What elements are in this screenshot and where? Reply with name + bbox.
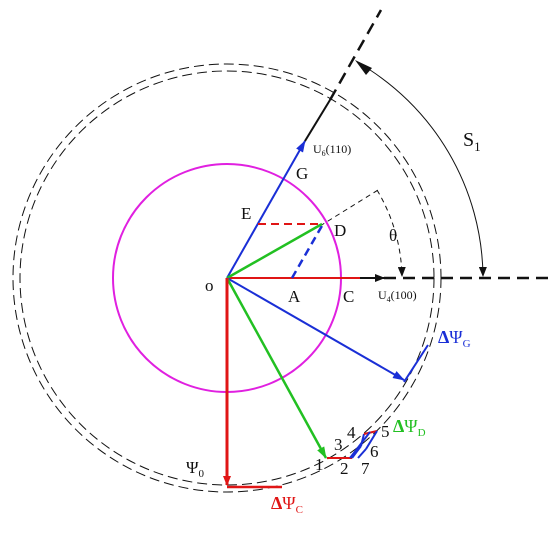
- s1-arc-start-arrow: [355, 60, 372, 75]
- label-delta-psi-c: ΔΨC: [271, 493, 303, 516]
- label-num-5: 5: [381, 422, 390, 441]
- label-g: G: [296, 164, 308, 183]
- label-s1: S1: [463, 129, 481, 154]
- label-u4: U4(100): [378, 288, 417, 304]
- label-num-7: 7: [361, 459, 370, 478]
- label-delta-psi-d: ΔΨD: [393, 416, 426, 439]
- u6-vector: [226, 140, 306, 279]
- seg-3-5: [349, 431, 371, 459]
- theta-arc: [376, 189, 406, 277]
- label-origin: o: [205, 276, 214, 295]
- label-delta-psi-g: ΔΨG: [438, 327, 471, 350]
- label-num-4: 4: [347, 423, 356, 442]
- label-theta: θ: [389, 226, 397, 245]
- label-d: D: [334, 221, 346, 240]
- seg-5-6: [365, 430, 378, 450]
- seg-6-7: [357, 448, 367, 459]
- label-num-3: 3: [334, 435, 343, 454]
- og-vector: [226, 277, 405, 381]
- label-num-2: 2: [340, 459, 349, 478]
- label-u6: U6(110): [313, 142, 351, 158]
- axis-60-dashed: [328, 9, 383, 101]
- od-vector: [226, 222, 323, 280]
- label-num-6: 6: [370, 442, 379, 461]
- ad-dashed: [290, 223, 325, 279]
- label-num-1: 1: [315, 455, 324, 474]
- delta-psi-g-line: [403, 344, 429, 383]
- s1-arc: [356, 61, 487, 277]
- seg-2-3: [351, 445, 362, 459]
- o1-vector: [225, 277, 328, 459]
- label-e: E: [241, 204, 251, 223]
- label-c: C: [343, 287, 354, 306]
- label-a: A: [288, 287, 301, 306]
- label-psi0: Ψ0: [186, 458, 205, 480]
- theta-ref-line: [319, 189, 379, 227]
- u6-extension: [304, 99, 331, 142]
